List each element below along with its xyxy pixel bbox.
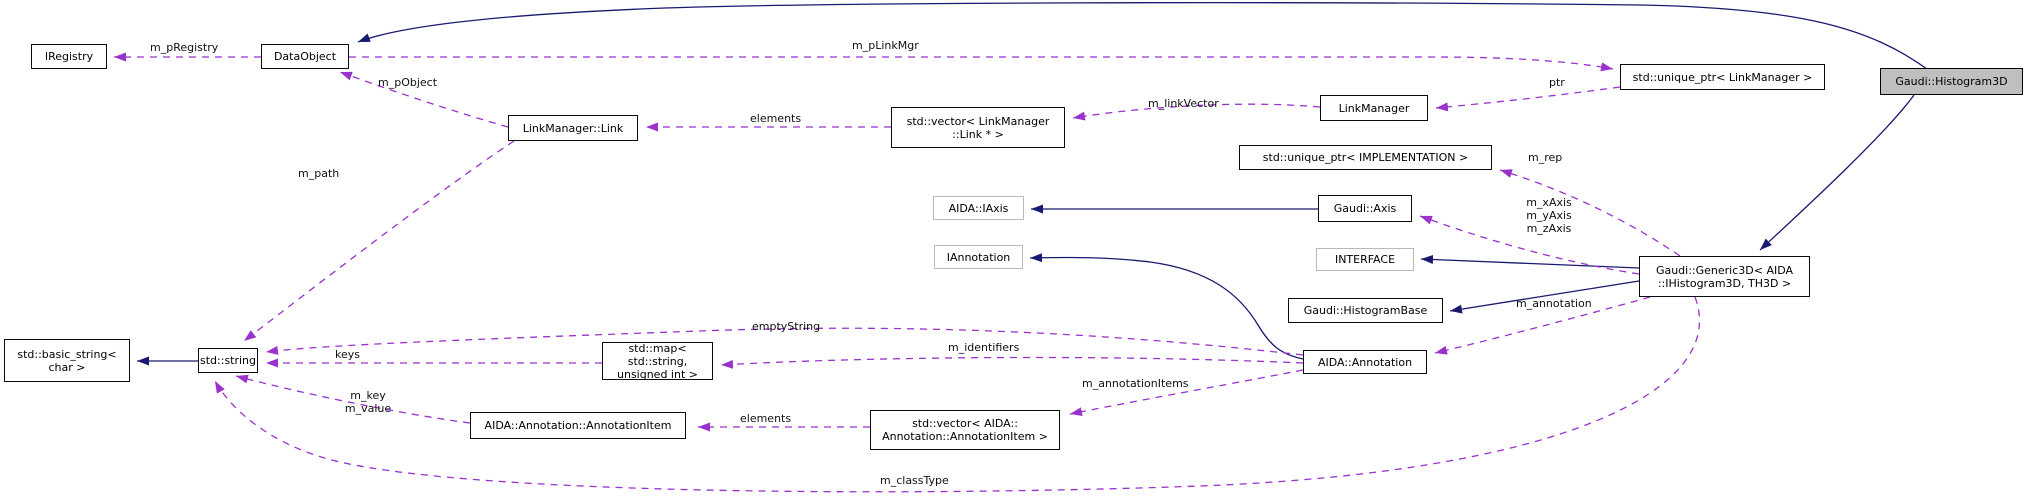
node-gaudi-generic3d[interactable]: Gaudi::Generic3D< AIDA ::IHistogram3D, T… — [1639, 256, 1810, 297]
edge-label-m-plinkmgr: m_pLinkMgr — [852, 39, 919, 52]
edge-inherit-generic3d-interface — [1420, 254, 1640, 269]
edge-usage-m-annotation — [1434, 296, 1651, 355]
node-linkmanager[interactable]: LinkManager — [1320, 95, 1428, 121]
edge-label-m-rep: m_rep — [1528, 151, 1563, 164]
node-std-string[interactable]: std::string — [198, 348, 258, 373]
node-iannotation[interactable]: IAnnotation — [934, 245, 1023, 269]
node-std-basic-string[interactable]: std::basic_string< char > — [4, 339, 130, 382]
edge-usage-m-plinkmgr — [349, 56, 1614, 72]
edge-usage-m-path — [243, 140, 515, 342]
node-iregistry[interactable]: IRegistry — [31, 44, 107, 69]
node-vector-linkmanager-link[interactable]: std::vector< LinkManager ::Link * > — [891, 107, 1065, 148]
node-interface[interactable]: INTERFACE — [1316, 248, 1414, 271]
edge-usage-m-classtype — [214, 296, 1701, 493]
node-unique-ptr-implementation[interactable]: std::unique_ptr< IMPLEMENTATION > — [1239, 145, 1492, 170]
edge-label-m-classtype: m_classType — [880, 474, 949, 487]
edge-label-m-pregistry: m_pRegistry — [150, 41, 219, 54]
node-std-map[interactable]: std::map< std::string, unsigned int > — [602, 342, 713, 381]
edge-label-ptr: ptr — [1549, 76, 1565, 89]
node-gaudi-histogrambase[interactable]: Gaudi::HistogramBase — [1288, 298, 1443, 323]
edge-usage-m-key-m-value — [235, 374, 471, 424]
edge-inherit-histogram3d-generic3d — [1759, 94, 1915, 251]
edge-label-elements-top: elements — [750, 112, 802, 125]
node-aida-annotationitem[interactable]: AIDA::Annotation::AnnotationItem — [470, 412, 686, 439]
edge-usage-m-axes — [1419, 215, 1640, 275]
edge-label-elements-bottom: elements — [740, 412, 792, 425]
edge-label-m-linkvector: m_linkVector — [1148, 97, 1219, 110]
edge-label-m-annotation: m_annotation — [1516, 297, 1592, 310]
edge-usage-m-annotationitems — [1069, 369, 1304, 417]
edge-usage-ptr — [1435, 86, 1621, 112]
edge-inherit-histogram3d-dataobject — [357, 2, 1928, 70]
edge-inherit-generic3d-histogrambase — [1449, 280, 1640, 314]
edge-label-keys: keys — [335, 348, 360, 361]
edge-usage-m-rep — [1499, 169, 1681, 257]
edge-inherit-annotation-iannotation — [1029, 253, 1304, 360]
edge-label-m-axes: m_xAxis m_yAxis m_zAxis — [1526, 196, 1572, 235]
edge-usage-m-identifiers — [720, 356, 1304, 369]
edge-label-m-identifiers: m_identifiers — [948, 341, 1020, 354]
edge-label-m-pobject: m_pObject — [378, 76, 438, 89]
node-gaudi-axis[interactable]: Gaudi::Axis — [1318, 195, 1412, 222]
node-vector-annotationitem[interactable]: std::vector< AIDA:: Annotation::Annotati… — [870, 410, 1060, 450]
node-gaudi-histogram3d[interactable]: Gaudi::Histogram3D — [1880, 68, 2023, 95]
edge-label-emptystring: emptyString — [752, 320, 821, 333]
node-unique-ptr-linkmanager[interactable]: std::unique_ptr< LinkManager > — [1620, 64, 1825, 90]
node-aida-annotation[interactable]: AIDA::Annotation — [1303, 350, 1427, 374]
edge-label-m-annotationitems: m_annotationItems — [1082, 377, 1189, 390]
edge-label-m-key-m-value: m_key m_value — [344, 389, 392, 415]
edge-usage-m-linkvector — [1072, 103, 1321, 121]
node-aida-iaxis[interactable]: AIDA::IAxis — [933, 196, 1024, 220]
node-dataobject[interactable]: DataObject — [261, 44, 349, 69]
node-linkmanager-link[interactable]: LinkManager::Link — [508, 115, 638, 141]
edge-label-m-path: m_path — [298, 167, 340, 180]
